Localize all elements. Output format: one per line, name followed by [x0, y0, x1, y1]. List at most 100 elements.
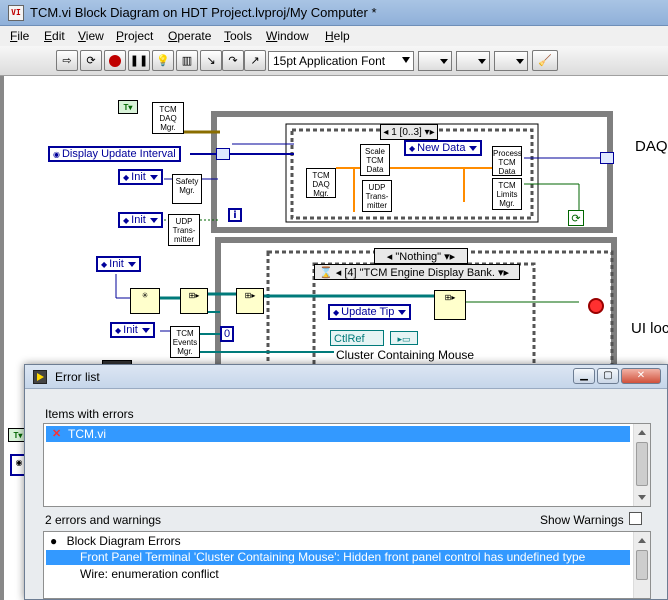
enum-icon: ◆	[409, 144, 416, 153]
display-update-interval-control[interactable]: ◉Display Update Interval	[48, 146, 181, 162]
enqueue-element-icon[interactable]: ⊞▸	[434, 290, 466, 320]
enum-icon: ◆	[123, 216, 130, 225]
enqueue-element-icon[interactable]: ⊞▸	[180, 288, 208, 314]
show-warnings-label: Show Warnings	[540, 513, 624, 527]
while-loop-daq[interactable]	[211, 111, 613, 233]
loop-condition-icon[interactable]: ⟳	[568, 210, 584, 226]
update-tip-enum[interactable]: ◆Update Tip	[328, 304, 412, 320]
pause-icon[interactable]: ❚❚	[128, 50, 150, 71]
chevron-down-icon	[149, 217, 158, 223]
ui-loop-label: UI loc	[631, 320, 668, 337]
init-enum-2[interactable]: ◆Init	[118, 212, 163, 228]
scroll-thumb[interactable]	[636, 442, 648, 486]
step-over-icon[interactable]: ↷	[222, 50, 244, 71]
init-enum-1[interactable]: ◆Init	[118, 169, 163, 185]
scroll-up-icon[interactable]	[638, 430, 646, 435]
errors-summary: 2 errors and warnings	[45, 513, 162, 527]
numeric-icon: ◉	[53, 150, 60, 159]
details-scrollbar[interactable]	[633, 532, 650, 598]
enum-icon: ◆	[101, 260, 108, 269]
ctlref-terminal[interactable]: CtlRef	[330, 330, 384, 346]
step-into-icon[interactable]: ↘	[200, 50, 222, 71]
case-selector-range[interactable]: ◂ 1 [0..3] ▾▸	[380, 124, 438, 140]
error-list-dialog: Error list ▁ ▢ ✕ Items with errors ✕ TCM…	[24, 364, 668, 600]
menu-operate[interactable]: Operate	[168, 29, 212, 43]
enum-icon: ◆	[333, 308, 340, 317]
distribute-objects-dropdown[interactable]	[456, 51, 490, 71]
cluster-containing-mouse-label: Cluster Containing Mouse	[336, 348, 475, 362]
list-item-tcm-vi[interactable]: ✕ TCM.vi	[46, 426, 630, 442]
subvi-scale-tcm-data[interactable]: Scale TCM Data	[360, 144, 390, 176]
step-out-icon[interactable]: ↗	[244, 50, 266, 71]
subvi-safety-mgr[interactable]: Safety Mgr.	[172, 174, 202, 204]
menu-window[interactable]: Window	[266, 29, 309, 43]
menu-view[interactable]: View	[78, 29, 104, 43]
subvi-udp-transmitter[interactable]: UDP Trans-mitter	[168, 214, 200, 246]
dialog-title: Error list	[55, 370, 100, 384]
font-selector[interactable]: 15pt Application Font	[268, 51, 414, 71]
scroll-down-icon[interactable]	[638, 495, 646, 500]
window-title: TCM.vi Block Diagram on HDT Project.lvpr…	[30, 5, 377, 20]
stop-button-icon[interactable]	[588, 298, 604, 314]
shift-register-right[interactable]	[600, 152, 614, 164]
subvi-tcm-events-mgr[interactable]: TCM Events Mgr.	[170, 326, 200, 358]
enum-icon: ◆	[115, 326, 122, 335]
bullet-icon: ●	[50, 534, 58, 548]
subvi-tcm-daq-mgr[interactable]: TCM DAQ Mgr.	[152, 102, 184, 134]
minimize-icon[interactable]: ▁	[573, 368, 595, 384]
chevron-down-icon	[398, 309, 407, 315]
event-case-selector[interactable]: ⌛ ◂ [4] "TCM Engine Display Bank. ▾▸	[314, 264, 520, 280]
items-with-errors-list[interactable]: ✕ TCM.vi	[43, 423, 651, 507]
highlight-execution-icon[interactable]: 💡	[152, 50, 174, 71]
menu-tools[interactable]: Tools	[224, 29, 253, 43]
run-continuously-icon[interactable]: ⟳	[80, 50, 102, 71]
align-objects-dropdown[interactable]	[418, 51, 452, 71]
subvi-process-tcm-data[interactable]: Process TCM Data	[492, 146, 522, 176]
scroll-thumb[interactable]	[636, 550, 648, 580]
scroll-up-icon[interactable]	[638, 538, 646, 543]
menu-file[interactable]: File	[10, 29, 30, 43]
labview-vi-icon: VI	[8, 5, 24, 21]
subvi-udp-transmitter-inner[interactable]: UDP Trans-mitter	[362, 180, 392, 212]
init-enum-4[interactable]: ◆Init	[110, 322, 155, 338]
chevron-down-icon	[440, 59, 448, 64]
dequeue-element-icon[interactable]: ⊞▸	[236, 288, 264, 314]
case-selector-nothing[interactable]: ◂ "Nothing" ▾▸	[374, 248, 468, 264]
shift-register-left[interactable]	[216, 148, 230, 160]
maximize-icon[interactable]: ▢	[597, 368, 619, 384]
case-selector-new-data[interactable]: ◆New Data	[404, 140, 483, 156]
error-item-enum-conflict[interactable]: Wire: enumeration conflict	[80, 567, 219, 581]
clean-up-diagram-icon[interactable]: 🧹	[532, 50, 558, 71]
run-arrow-icon[interactable]: ⇨	[56, 50, 78, 71]
abort-icon[interactable]	[104, 50, 126, 71]
boolean-true-constant[interactable]: T▾	[118, 100, 138, 114]
chevron-down-icon	[127, 261, 136, 267]
chevron-down-icon	[149, 174, 158, 180]
event-structure[interactable]	[312, 262, 536, 446]
init-enum-3[interactable]: ◆Init	[96, 256, 141, 272]
close-icon[interactable]: ✕	[621, 368, 661, 384]
error-details-list[interactable]: ● Block Diagram Errors Front Panel Termi…	[43, 531, 651, 599]
chevron-down-icon	[478, 59, 486, 64]
obtain-queue-icon[interactable]: ✳	[130, 288, 160, 314]
reorder-dropdown[interactable]	[494, 51, 528, 71]
numeric-zero-constant[interactable]: 0	[220, 326, 234, 342]
block-diagram-errors-group[interactable]: ● Block Diagram Errors	[50, 534, 181, 548]
enum-icon: ◆	[123, 173, 130, 182]
menu-help[interactable]: Help	[325, 29, 350, 43]
show-warnings-checkbox[interactable]	[629, 512, 642, 525]
dialog-titlebar: Error list ▁ ▢ ✕	[25, 365, 667, 389]
retain-wire-values-icon[interactable]: ▥	[176, 50, 198, 71]
chevron-down-icon	[516, 59, 524, 64]
error-item-hidden-control[interactable]: Front Panel Terminal 'Cluster Containing…	[46, 550, 630, 565]
error-x-icon: ✕	[52, 428, 62, 440]
items-with-errors-header: Items with errors	[45, 407, 134, 421]
window-titlebar: VI TCM.vi Block Diagram on HDT Project.l…	[0, 0, 668, 26]
subvi-tcm-daq-mgr-inner[interactable]: TCM DAQ Mgr.	[306, 168, 336, 198]
subvi-tcm-limits-mgr[interactable]: TCM Limits Mgr.	[492, 178, 522, 210]
chevron-down-icon	[469, 145, 478, 151]
menu-project[interactable]: Project	[116, 29, 154, 43]
menu-edit[interactable]: Edit	[44, 29, 65, 43]
cluster-reference-icon[interactable]: ▸▭	[390, 331, 418, 345]
items-scrollbar[interactable]	[633, 424, 650, 506]
